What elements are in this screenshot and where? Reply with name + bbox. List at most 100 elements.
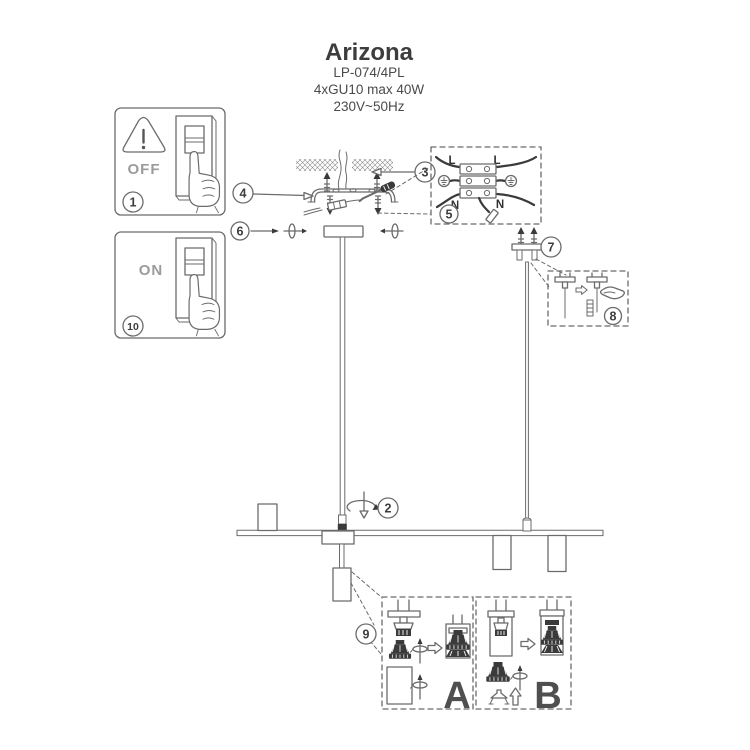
- live-wire-left: [434, 155, 461, 169]
- twist-icon: [509, 664, 528, 691]
- horizontal-bar: [236, 529, 604, 537]
- step-5-number: 5: [446, 208, 453, 222]
- gu10-bulb-icon: [388, 639, 412, 660]
- step-2-number: 2: [385, 502, 392, 516]
- method-a-label: A: [443, 675, 470, 717]
- step-7-marker: 7: [540, 236, 562, 258]
- terminal-label-N-right: N: [496, 199, 504, 211]
- twist-icon: [409, 673, 428, 700]
- step-2-marker: 2: [346, 491, 399, 519]
- anchor-screw-icon: [322, 171, 332, 192]
- leader-arrowhead: [303, 191, 314, 201]
- canopy-assembly: 6: [230, 221, 404, 241]
- wiring-tools: [303, 166, 431, 216]
- wiring-detail-box: L L N N 5: [430, 146, 542, 225]
- step-3-number: 3: [422, 166, 429, 180]
- step-1-marker: 1: [122, 191, 144, 213]
- zoom-leader-lines: [530, 258, 567, 288]
- spotlight-stem: [339, 543, 345, 569]
- socket-fixture-icon: [387, 599, 421, 636]
- step-6-number: 6: [237, 225, 244, 239]
- pole-connector: [337, 524, 347, 532]
- fixture-with-shade-icon: [487, 599, 515, 657]
- zoom-leader-lines: [350, 571, 382, 655]
- step-arrow-icon: [427, 641, 443, 655]
- step-8-marker: 8: [603, 306, 623, 326]
- power-on-instruction-box: ON 10: [114, 231, 226, 339]
- method-a-box: A: [381, 596, 474, 717]
- neutral-wire-right: [495, 192, 536, 207]
- product-model: LP-074/4PL: [333, 65, 405, 80]
- earth-symbol: [437, 174, 451, 188]
- bulb-install-section: 9: [350, 571, 572, 717]
- ceiling-canopy: [323, 225, 364, 238]
- step-4-number: 4: [240, 187, 247, 201]
- cable-suspension: 7: [511, 226, 567, 532]
- power-off-instruction-box: OFF 1: [114, 107, 226, 216]
- box-border: [547, 270, 629, 327]
- gu10-bulb-icon: [485, 661, 511, 683]
- adjusting-hand-icon: [599, 286, 625, 300]
- terminal-label-N-left: N: [451, 200, 459, 212]
- step-1-number: 1: [130, 196, 137, 210]
- assembled-spotlight-icon: [539, 599, 565, 656]
- suspension-pole: [339, 236, 346, 516]
- ceiling-hatch-left: [296, 159, 338, 171]
- step-10-marker: 10: [122, 315, 144, 337]
- step-arrow-icon: [520, 637, 536, 651]
- cable-mount-plate: [511, 243, 544, 251]
- shade-cylinder-icon: [386, 666, 413, 705]
- step-arrow-icon: [575, 285, 588, 295]
- warning-triangle-icon: [122, 116, 166, 153]
- step-7-number: 7: [548, 241, 555, 255]
- terminal-label-L-left: L: [448, 155, 455, 167]
- pole-joint: [338, 514, 347, 525]
- suspension-cable: [525, 261, 529, 521]
- mount-pin: [531, 249, 538, 261]
- step-8-number: 8: [610, 310, 617, 324]
- ceiling-assembly: 3 4: [232, 149, 436, 216]
- earth-symbol: [504, 174, 518, 188]
- mount-pin: [516, 249, 523, 261]
- product-voltage: 230V~50Hz: [334, 99, 405, 114]
- terminal-block: [459, 187, 497, 199]
- side-screw-icon: [379, 223, 404, 239]
- box-border: [475, 596, 572, 710]
- off-label: OFF: [128, 161, 161, 178]
- earth-wire-left: [448, 179, 462, 183]
- product-lamp-spec: 4xGU10 max 40W: [314, 82, 425, 97]
- supply-cord: [477, 196, 491, 214]
- grip-barrel: [586, 299, 594, 317]
- assembled-spotlight-icon: [445, 614, 471, 659]
- zoom-leader-lines: [377, 166, 431, 215]
- rotate-down-arrowhead: [359, 510, 369, 519]
- box-border: [381, 596, 474, 710]
- retaining-clip-icon: [488, 689, 510, 705]
- bracket-screw-icon: [373, 195, 383, 216]
- product-name: Arizona: [325, 39, 414, 66]
- mount-screw-icon: [529, 226, 539, 247]
- cable-mount-mini: [554, 272, 576, 319]
- step-10-number: 10: [127, 321, 139, 333]
- wire-strand: [345, 199, 362, 203]
- cable-grip-body: [522, 519, 532, 532]
- cable-mount-mini: [586, 272, 608, 313]
- neutral-wire-left: [435, 192, 462, 209]
- terminal-label-L-right: L: [493, 155, 500, 167]
- step-9-marker: 9: [355, 623, 377, 645]
- box-border: [430, 146, 542, 225]
- mount-screw-icon: [516, 226, 526, 247]
- on-label: ON: [139, 262, 164, 279]
- spotlight-shade: [257, 503, 278, 532]
- twist-icon: [409, 637, 428, 664]
- cord-end-connector: [485, 208, 499, 224]
- spotlight-shade: [547, 534, 567, 573]
- wire-strands: [303, 207, 323, 216]
- lamp-body: 2: [236, 236, 604, 602]
- live-wire-right: [495, 155, 538, 169]
- leader-arrowhead: [272, 228, 279, 234]
- method-b-label: B: [534, 675, 561, 717]
- terminal-connector-icon: [327, 199, 347, 211]
